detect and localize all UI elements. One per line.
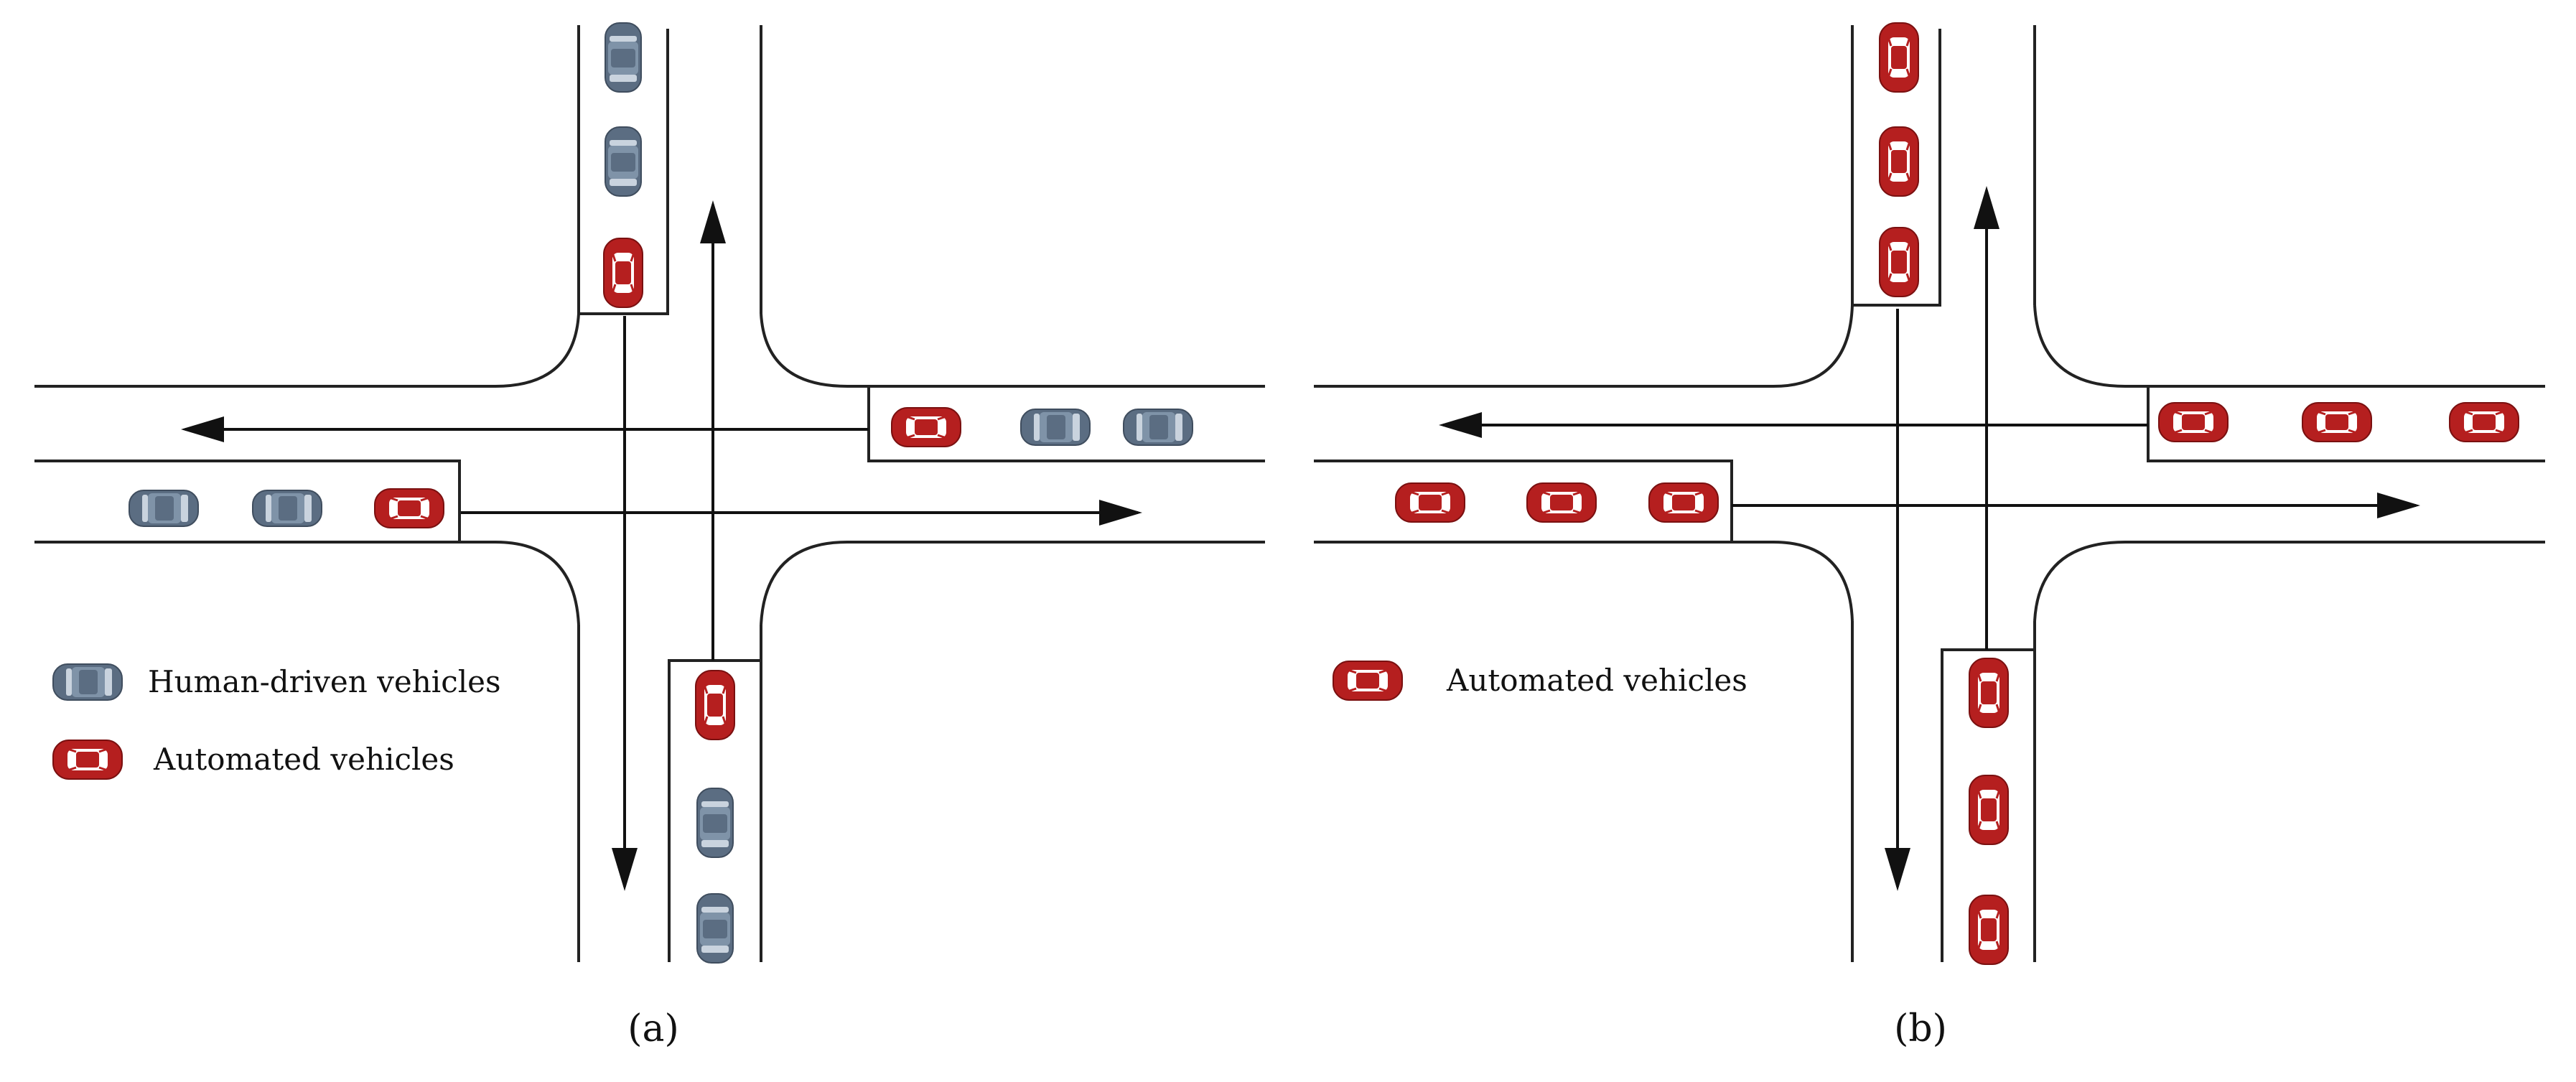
road-corner — [2033, 304, 2126, 388]
panel-a: Human-driven vehicles Automated vehicles… — [34, 22, 1265, 1050]
road-corner — [760, 313, 848, 388]
vehicle-west-queue — [1395, 482, 1465, 523]
automated-vehicle-icon — [1879, 227, 1919, 297]
automated-vehicle-icon — [1969, 775, 2009, 845]
automated-vehicle-icon — [2302, 402, 2372, 442]
panel-caption: (b) — [1894, 1007, 1947, 1050]
vehicle-west-queue — [1648, 482, 1719, 523]
vehicle-west-queue — [129, 490, 199, 527]
human-driven-vehicle-icon — [605, 22, 642, 93]
panel-b: Automated vehicles (b) — [1314, 22, 2545, 1050]
vehicle-east-queue — [2158, 402, 2229, 442]
lane-dividers — [34, 29, 1265, 962]
automated-vehicle-icon — [1969, 658, 2009, 728]
automated-vehicle-icon — [603, 238, 643, 308]
legend-entry-automated: Automated vehicles — [52, 740, 454, 780]
vehicle-north-queue — [1879, 126, 1919, 197]
vehicle-east-queue — [2302, 402, 2372, 442]
vehicle-north-queue — [1879, 227, 1919, 297]
vehicle-south-queue — [1969, 775, 2009, 845]
automated-vehicle-icon — [374, 488, 444, 528]
road-corner — [2033, 541, 2126, 622]
stop-line-south — [668, 659, 761, 962]
stop-line-north — [579, 29, 669, 315]
road-edges — [1314, 25, 2545, 962]
automated-vehicle-icon — [1879, 126, 1919, 197]
vehicle-south-queue — [1969, 658, 2009, 728]
legend-entry-human-driven: Human-driven vehicles — [52, 663, 501, 701]
human-driven-vehicle-icon — [52, 663, 123, 701]
vehicle-north-queue — [1879, 22, 1919, 93]
flow-arrows — [181, 200, 1142, 891]
road-corner — [760, 541, 848, 625]
automated-vehicle-icon — [2449, 402, 2519, 442]
automated-vehicle-icon — [1395, 482, 1465, 523]
road-corner — [1773, 541, 1854, 622]
vehicle-west-queue — [374, 488, 444, 528]
stop-line-east — [2147, 386, 2545, 462]
vehicle-east-queue — [891, 407, 961, 447]
road-corner — [1773, 304, 1854, 388]
stop-lines — [1314, 29, 2545, 962]
legend-entry-automated: Automated vehicles — [1333, 661, 1747, 701]
automated-vehicle-icon — [695, 670, 735, 740]
vehicle-east-queue — [1020, 409, 1091, 446]
stop-line-east — [867, 386, 1265, 462]
road-corner — [495, 541, 580, 625]
automated-vehicle-icon — [1526, 482, 1597, 523]
human-driven-vehicle-icon — [252, 490, 322, 527]
stop-line-south — [1941, 648, 2035, 962]
vehicle-east-queue — [2449, 402, 2519, 442]
human-driven-vehicle-icon — [1123, 409, 1193, 446]
legend-label: Human-driven vehicles — [148, 664, 501, 699]
automated-vehicle-icon — [891, 407, 961, 447]
stop-line-west — [1314, 460, 1733, 542]
panel-caption: (a) — [627, 1007, 679, 1050]
vehicle-south-queue — [696, 893, 734, 964]
stop-lines — [34, 29, 1265, 962]
automated-vehicle-icon — [1969, 895, 2009, 965]
human-driven-vehicle-icon — [696, 893, 734, 964]
automated-vehicle-icon — [52, 740, 123, 780]
flow-arrows — [1439, 186, 2420, 891]
automated-vehicle-icon — [2158, 402, 2229, 442]
vehicle-north-queue — [605, 22, 642, 93]
vehicles — [129, 22, 1193, 964]
lane-dividers — [1314, 29, 2545, 962]
vehicle-north-queue — [605, 126, 642, 197]
road-corner — [495, 313, 580, 388]
legend: Automated vehicles — [1333, 661, 1747, 701]
vehicle-west-queue — [1526, 482, 1597, 523]
stop-line-west — [34, 460, 461, 542]
legend: Human-driven vehicles Automated vehicles — [52, 663, 501, 780]
vehicle-south-queue — [696, 788, 734, 858]
vehicle-west-queue — [252, 490, 322, 527]
automated-vehicle-icon — [1333, 661, 1403, 701]
vehicles — [1395, 22, 2519, 965]
stop-line-north — [1852, 29, 1941, 307]
human-driven-vehicle-icon — [696, 788, 734, 858]
legend-label: Automated vehicles — [153, 742, 454, 777]
vehicle-south-queue — [1969, 895, 2009, 965]
human-driven-vehicle-icon — [129, 490, 199, 527]
vehicle-north-queue — [603, 238, 643, 308]
human-driven-vehicle-icon — [1020, 409, 1091, 446]
human-driven-vehicle-icon — [605, 126, 642, 197]
road-edges — [34, 25, 1265, 962]
legend-label: Automated vehicles — [1446, 663, 1747, 698]
automated-vehicle-icon — [1879, 22, 1919, 93]
vehicle-east-queue — [1123, 409, 1193, 446]
vehicle-south-queue — [695, 670, 735, 740]
automated-vehicle-icon — [1648, 482, 1719, 523]
